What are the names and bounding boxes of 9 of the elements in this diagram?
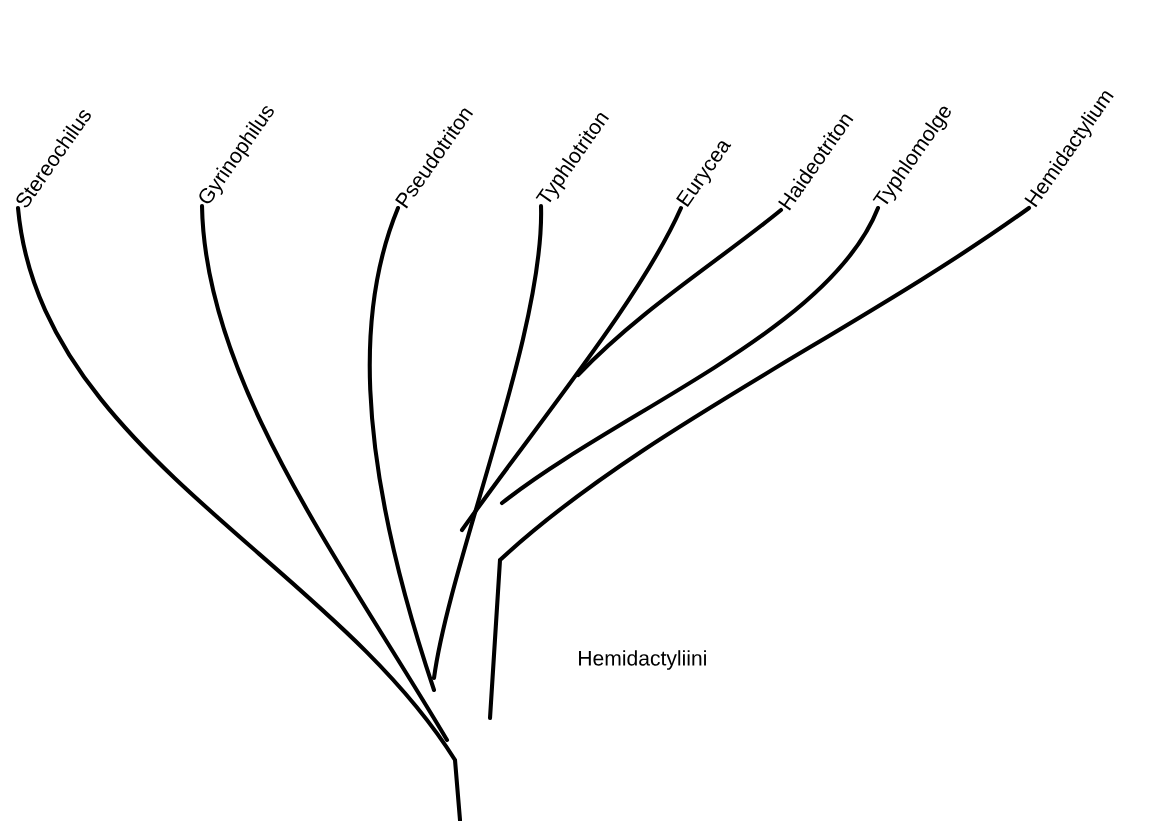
tree-branch	[367, 205, 437, 693]
tree-branch	[459, 205, 684, 533]
tree-branch	[487, 205, 1032, 721]
clade-label: Hemidactyliini	[579, 650, 706, 670]
tree-branch	[499, 205, 881, 506]
tree-branch	[199, 203, 450, 743]
tree-branch	[575, 207, 784, 378]
tree-branch	[15, 205, 463, 821]
tree-branch	[431, 203, 544, 681]
